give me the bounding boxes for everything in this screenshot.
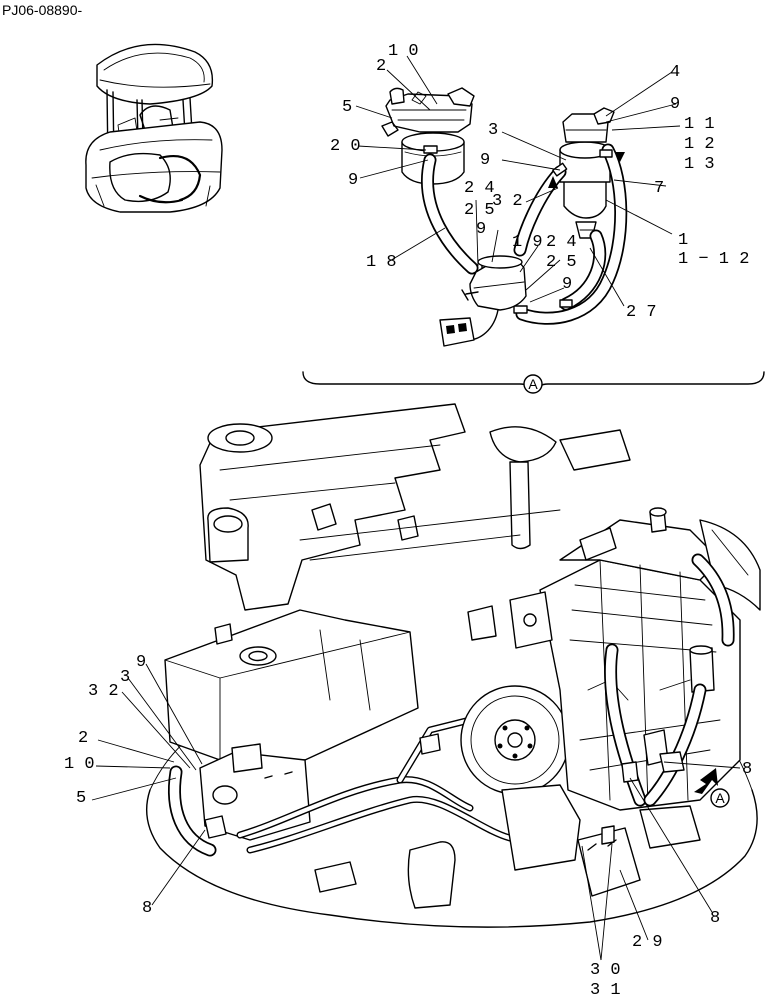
callout-24: 2 4 [546, 233, 577, 252]
callout-19: 1 9 [512, 233, 543, 252]
callout-25: 2 5 [546, 253, 577, 272]
callout-3: 3 [488, 121, 498, 140]
fuel-tank [164, 609, 419, 841]
callout-9: 9 [670, 95, 680, 114]
callout-29: 2 9 [632, 933, 663, 952]
right-filter-assembly [559, 107, 615, 239]
main-isometric-view: A [146, 403, 761, 928]
callout-30: 3 0 [590, 961, 621, 980]
callout-5: 5 [76, 789, 86, 808]
fuel-pump [439, 255, 527, 347]
callout-31: 3 1 [590, 981, 621, 1000]
callout-9: 9 [480, 151, 490, 170]
callout-2: 2 [78, 729, 88, 748]
machine-overview-thumbnail [85, 43, 223, 213]
left-filter-assembly [381, 87, 475, 185]
callout-labels-top: 1 0 2 5 2 0 9 4 9 1 1 1 2 1 3 3 9 7 2 4 … [330, 42, 749, 322]
callout-25: 2 5 [464, 201, 495, 220]
callout-labels-bottom: 9 3 3 2 2 1 0 5 8 8 8 2 9 3 0 3 1 [64, 653, 752, 1000]
callout-1-to-12: 1 − 1 2 [678, 250, 749, 269]
callout-13: 1 3 [684, 155, 715, 174]
callout-5: 5 [342, 98, 352, 117]
leader-lines-bottom [91, 663, 741, 961]
leader-lines-top [355, 55, 681, 307]
callout-4: 4 [670, 63, 680, 82]
callout-10: 1 0 [388, 42, 419, 61]
callout-9: 9 [136, 653, 146, 672]
callout-7: 7 [654, 179, 664, 198]
callout-3: 3 [120, 668, 130, 687]
callout-8: 8 [710, 909, 720, 928]
callout-9: 9 [348, 171, 358, 190]
callout-9: 9 [562, 275, 572, 294]
detail-a-reference-circle [710, 788, 730, 808]
callout-2: 2 [376, 57, 386, 76]
callout-20: 2 0 [330, 137, 361, 156]
detail-a-marker-label: A [528, 376, 538, 392]
callout-11: 1 1 [684, 115, 715, 134]
callout-24: 2 4 [464, 179, 495, 198]
callout-32: 3 2 [88, 682, 119, 701]
callout-1: 1 [678, 231, 688, 250]
drawing-reference-code: PJ06-08890- [2, 2, 83, 18]
detail-view-a: A [302, 87, 765, 394]
callout-10: 1 0 [64, 755, 95, 774]
callout-8: 8 [742, 760, 752, 779]
callout-27: 2 7 [626, 303, 657, 322]
callout-8: 8 [142, 899, 152, 918]
callout-12: 1 2 [684, 135, 715, 154]
detail-a-reference-label: A [715, 790, 725, 806]
detail-a-marker [523, 374, 543, 394]
callout-32: 3 2 [492, 192, 523, 211]
callout-9: 9 [476, 220, 486, 239]
engine-assembly [460, 507, 761, 871]
callout-18: 1 8 [366, 253, 397, 272]
